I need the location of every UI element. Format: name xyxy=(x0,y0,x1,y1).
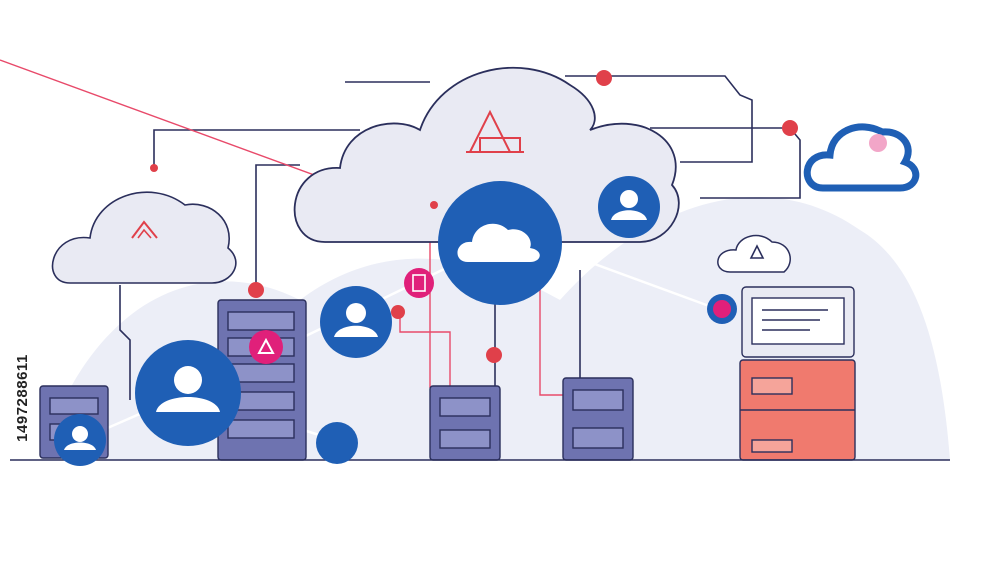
user-node-small-left xyxy=(54,414,106,466)
cloud-main xyxy=(293,66,680,243)
user-node-mid xyxy=(320,286,392,358)
stock-id-watermark: 1497288611 xyxy=(14,354,31,442)
edit-badge xyxy=(707,294,737,324)
cloud-icon xyxy=(457,223,540,262)
server-middle xyxy=(429,385,501,461)
user-icon xyxy=(346,303,366,323)
warning-triangle-icon xyxy=(749,244,765,259)
user-icon xyxy=(620,190,638,208)
warning-triangle-icon xyxy=(131,220,158,239)
workstation xyxy=(739,286,856,461)
cloud-small xyxy=(717,234,791,273)
warning-triangle-icon xyxy=(257,337,275,354)
user-node-top xyxy=(598,176,660,238)
junction-dots xyxy=(150,70,798,363)
document-badge xyxy=(404,268,434,298)
cloud-node-center xyxy=(438,181,562,305)
user-icon xyxy=(72,426,88,442)
server-right xyxy=(562,377,634,461)
alert-badge xyxy=(249,330,283,364)
cloud-left xyxy=(51,191,237,284)
user-icon xyxy=(174,366,202,394)
cloud-right-blue xyxy=(803,123,920,192)
status-dot-blue xyxy=(316,422,358,464)
user-node-large xyxy=(135,340,241,446)
